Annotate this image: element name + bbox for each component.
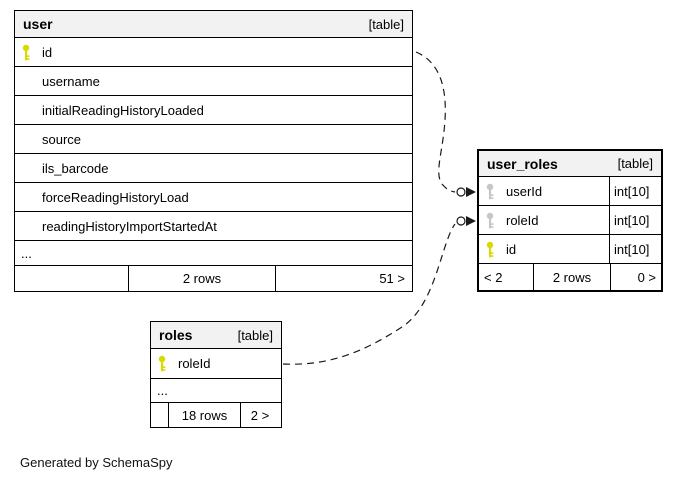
footer-children: 0 > [610,264,661,290]
column-row-ils_barcode: ils_barcode [15,154,412,183]
table-user-roles-header[interactable]: user_roles [table] [479,151,661,177]
circle-end-icon [456,216,466,226]
table-type-label: [table] [237,327,273,343]
arrowhead-icon [466,187,476,197]
table-user-roles-title[interactable]: user_roles [487,155,558,172]
table-user-roles[interactable]: user_roles [table] userId int[10] roleId… [477,149,663,292]
table-user-header[interactable]: user [table] [15,11,412,38]
key-spacer [21,73,33,90]
column-row-userId: userId int[10] [479,177,661,206]
table-user[interactable]: user [table] id username initialReadingH… [14,10,413,292]
column-row-readingHistoryImportStartedAt: readingHistoryImportStartedAt [15,212,412,241]
column-type: int[10] [609,177,661,205]
column-name: forceReadingHistoryLoad [42,189,189,205]
arrowhead-icon [466,216,476,226]
column-name: source [42,131,82,147]
key-spacer [21,102,33,119]
generated-by-note: Generated by SchemaSpy [20,455,173,470]
relationship-user-to-user_roles [415,51,476,197]
footer-children: 51 > [275,266,412,291]
column-name: initialReadingHistoryLoaded [42,102,204,118]
table-user-title[interactable]: user [23,16,53,32]
column-row-roleId: roleId [151,349,281,379]
foreign-key-icon [485,212,497,229]
column-row-roleId: roleId int[10] [479,206,661,235]
column-name: roleId [178,356,211,371]
column-row-initialReadingHistoryLoaded: initialReadingHistoryLoaded [15,96,412,125]
footer-row-count: 18 rows [168,403,240,427]
column-name: roleId [506,212,539,228]
column-name: readingHistoryImportStartedAt [42,218,217,234]
footer-row-count: 2 rows [128,266,275,291]
column-name: ils_barcode [42,160,109,176]
primary-key-icon [485,241,497,258]
column-type: int[10] [609,235,661,263]
columns-ellipsis: ... [151,379,281,403]
column-row-id: id int[10] [479,235,661,264]
key-spacer [21,189,33,206]
column-row-forceReadingHistoryLoad: forceReadingHistoryLoad [15,183,412,212]
primary-key-icon [21,44,33,61]
footer-parents: < 2 [484,269,503,285]
table-type-label: [table] [617,156,653,171]
table-user-footer: 2 rows 51 > [15,266,412,291]
column-row-source: source [15,125,412,154]
key-spacer [21,131,33,148]
footer-children: 2 > [240,403,281,427]
primary-key-icon [157,355,169,372]
key-spacer [21,218,33,235]
table-roles-header[interactable]: roles [table] [151,322,281,349]
key-spacer [21,160,33,177]
column-name: username [42,73,100,89]
column-name: id [42,44,53,60]
footer-parents [151,403,168,427]
foreign-key-icon [485,183,497,200]
column-type: int[10] [609,206,661,234]
table-roles-footer: 18 rows 2 > [151,403,281,427]
columns-ellipsis: ... [15,241,412,266]
footer-parents [15,266,128,291]
footer-row-count: 2 rows [533,264,610,290]
column-row-id: id [15,38,412,67]
table-roles[interactable]: roles [table] roleId ... 18 rows 2 > [150,321,282,428]
column-name: userId [506,183,543,199]
table-roles-title[interactable]: roles [159,327,193,343]
column-name: id [506,241,517,257]
table-user-roles-footer: < 2 2 rows 0 > [479,264,661,290]
circle-end-icon [456,187,466,197]
table-type-label: [table] [368,16,404,32]
column-row-username: username [15,67,412,96]
